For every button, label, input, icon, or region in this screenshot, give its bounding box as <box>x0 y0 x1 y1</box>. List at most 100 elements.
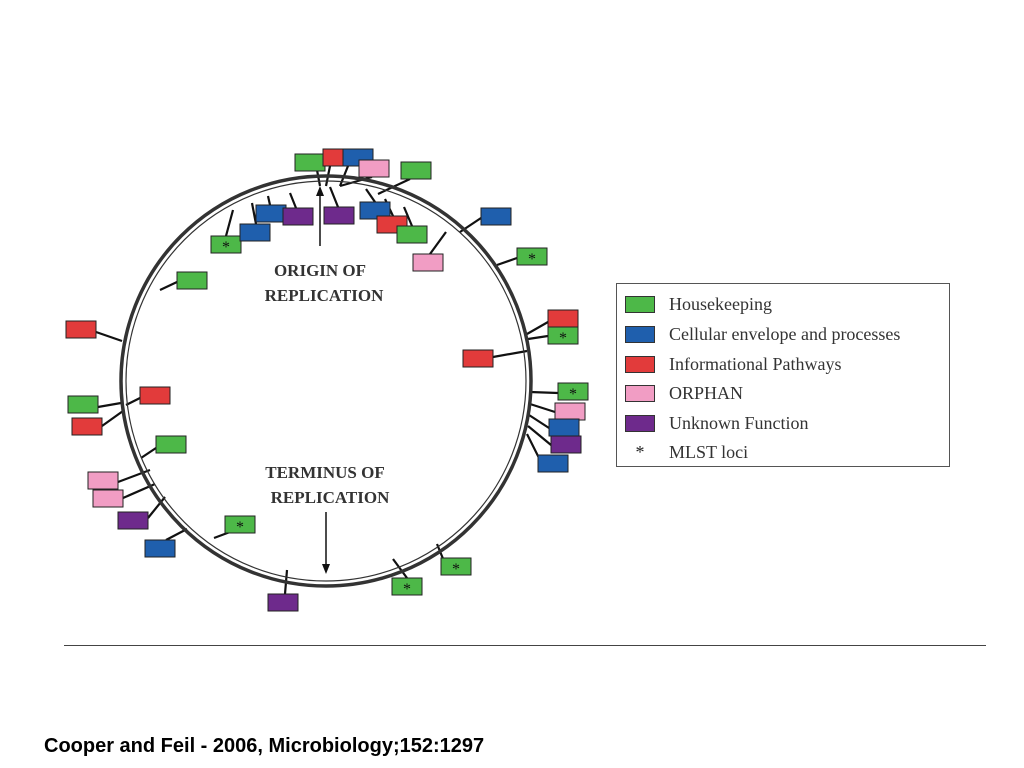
gene-connector-line <box>527 425 552 446</box>
legend-item-envelope: Cellular envelope and processes <box>625 323 900 345</box>
gene-box-informational <box>65 320 97 339</box>
gene-box-orphan <box>92 489 124 508</box>
gene-connector-line <box>496 256 518 267</box>
gene-connector-line <box>97 401 122 409</box>
mlst-asterisk-icon: * <box>528 251 536 268</box>
gene-box-orphan <box>554 402 586 421</box>
gene-boxes: * * * * * * * <box>65 148 589 612</box>
gene-box-housekeeping <box>400 161 432 180</box>
gene-box-housekeeping <box>396 225 428 244</box>
gene-connector-line <box>147 496 166 519</box>
legend: Housekeeping Cellular envelope and proce… <box>616 283 950 467</box>
legend-label: Informational Pathways <box>669 353 842 374</box>
mlst-asterisk-icon: * <box>452 561 460 578</box>
gene-box-informational <box>547 309 579 328</box>
gene-box-housekeeping <box>516 247 548 266</box>
gene-box-orphan <box>358 159 390 178</box>
gene-box-envelope <box>144 539 176 558</box>
legend-item-housekeeping: Housekeeping <box>625 293 772 315</box>
gene-connector-line <box>95 330 123 343</box>
orphan-swatch <box>625 384 655 402</box>
gene-box-envelope <box>537 454 569 473</box>
gene-box-unknown <box>117 511 149 530</box>
legend-label: ORPHAN <box>669 382 744 403</box>
legend-item-unknown: Unknown Function <box>625 412 809 434</box>
gene-connector-line <box>429 231 447 255</box>
gene-box-housekeeping <box>557 382 589 401</box>
gene-box-unknown <box>267 593 299 612</box>
gene-box-unknown <box>282 207 314 226</box>
housekeeping-swatch <box>625 295 655 313</box>
gene-connectors <box>95 165 559 595</box>
gene-connector-line <box>528 414 550 429</box>
legend-label: Cellular envelope and processes <box>669 323 901 344</box>
gene-connector-line <box>224 209 235 237</box>
gene-box-envelope <box>480 207 512 226</box>
gene-box-orphan <box>412 253 444 272</box>
legend-label: Unknown Function <box>669 412 809 433</box>
gene-connector-line <box>117 468 151 484</box>
legend-item-informational: Informational Pathways <box>625 353 841 375</box>
terminus-arrow <box>322 512 330 574</box>
gene-connector-line <box>125 397 141 406</box>
envelope-swatch <box>625 325 655 343</box>
gene-connector-line <box>526 321 549 335</box>
gene-connector-line <box>527 334 549 341</box>
gene-connector-line <box>402 206 414 227</box>
gene-box-envelope <box>239 223 271 242</box>
gene-box-orphan <box>87 471 119 490</box>
gene-connector-line <box>365 188 376 203</box>
gene-box-housekeeping <box>391 577 423 596</box>
asterisk-icon: * <box>635 441 645 462</box>
gene-box-housekeeping <box>67 395 99 414</box>
mlst-asterisk-icon: * <box>222 239 230 256</box>
gene-connector-line <box>101 410 124 427</box>
origin-label-line-2: REPLICATION <box>265 286 384 305</box>
mlst-asterisk-icon: * <box>559 330 567 347</box>
gene-connector-line <box>266 195 272 206</box>
gene-connector-line <box>288 192 298 209</box>
legend-label: Housekeeping <box>669 293 772 314</box>
terminus-label-line-1: TERMINUS OF <box>265 463 384 482</box>
gene-box-housekeeping <box>155 435 187 454</box>
unknown-swatch <box>625 414 655 432</box>
origin-arrow <box>316 186 324 246</box>
terminus-label-line-2: REPLICATION <box>271 488 390 507</box>
legend-item-orphan: ORPHAN <box>625 382 743 404</box>
divider <box>64 645 986 646</box>
gene-box-housekeeping <box>294 153 326 172</box>
gene-connector-line <box>159 281 178 291</box>
citation: Cooper and Feil - 2006, Microbiology;152… <box>44 735 485 757</box>
gene-box-informational <box>71 417 103 436</box>
gene-box-unknown <box>550 435 582 454</box>
informational-swatch <box>625 355 655 373</box>
gene-box-envelope <box>359 201 391 220</box>
gene-box-unknown <box>323 206 355 225</box>
gene-box-envelope <box>548 418 580 437</box>
gene-connector-line <box>328 186 340 208</box>
gene-connector-line <box>165 528 188 541</box>
gene-box-housekeeping <box>210 235 242 254</box>
gene-box-informational <box>462 349 494 368</box>
mlst-asterisk-icon: * <box>236 519 244 536</box>
gene-box-housekeeping <box>440 557 472 576</box>
gene-box-housekeeping <box>176 271 208 290</box>
chromosome-ring <box>119 174 533 588</box>
origin-label-line-1: ORIGIN OF <box>274 261 366 280</box>
gene-connector-line <box>250 202 258 225</box>
gene-connector-line <box>140 447 157 459</box>
gene-connector-line <box>392 558 408 579</box>
chromosome-diagram: * * * * * * * ORIGIN OF REPLICATION TERMINUS O… <box>65 148 589 612</box>
mlst-asterisk-icon: * <box>569 386 577 403</box>
gene-connector-line <box>529 402 556 414</box>
gene-box-housekeeping <box>224 515 256 534</box>
gene-connector-line <box>315 169 322 187</box>
gene-box-informational <box>139 386 171 405</box>
gene-box-housekeeping <box>547 326 579 345</box>
gene-box-envelope <box>255 204 287 223</box>
gene-connector-line <box>492 349 528 359</box>
mlst-asterisk-icon: * <box>403 581 411 598</box>
gene-connector-line <box>529 390 559 395</box>
legend-item-mlst: * MLST loci <box>625 441 749 463</box>
legend-label: MLST loci <box>669 441 749 462</box>
